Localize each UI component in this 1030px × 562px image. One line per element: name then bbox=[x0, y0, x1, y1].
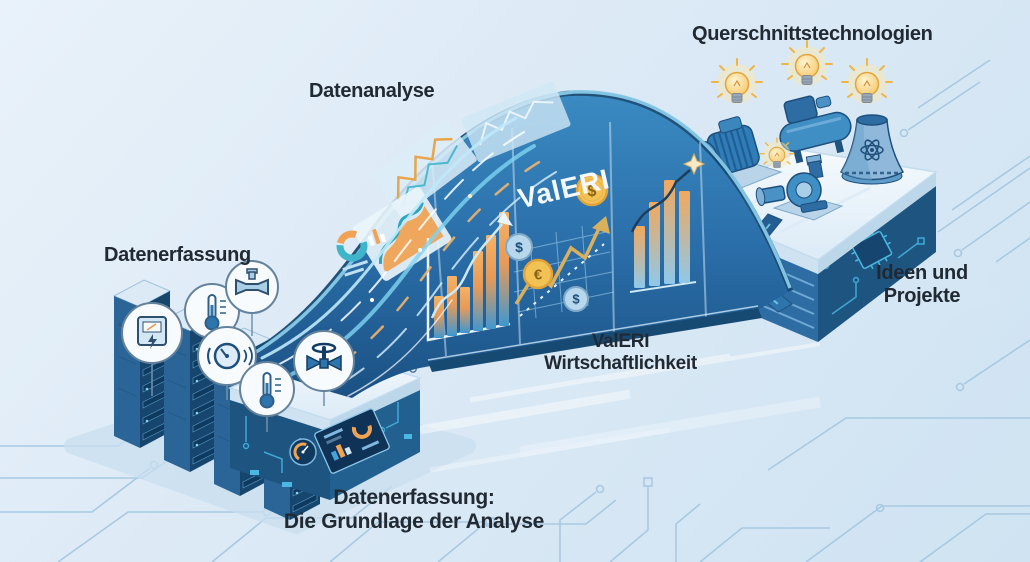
sparkle-icon bbox=[682, 152, 706, 176]
donut-chart-icon bbox=[351, 418, 372, 439]
svg-text:$: $ bbox=[588, 183, 597, 200]
data-bridge: $ $ € $ ValERI bbox=[241, 81, 794, 399]
pump-icon bbox=[755, 154, 844, 221]
label-line: Die Grundlage der Analyse bbox=[283, 510, 545, 534]
ground-streaks bbox=[419, 342, 821, 473]
dollar-coin-icon: $ bbox=[575, 173, 609, 207]
euro-coin-icon: € bbox=[522, 258, 554, 290]
label-line: Datenerfassung: bbox=[333, 486, 495, 509]
svg-text:€: € bbox=[534, 267, 543, 284]
pressure-gauge-icon bbox=[197, 326, 257, 386]
label-line: Ideen und bbox=[876, 262, 968, 284]
label-line: Wirtschaftlichkeit bbox=[544, 352, 697, 374]
dollar-coin-icon: $ bbox=[505, 233, 533, 261]
dashboard-screen bbox=[314, 408, 390, 474]
sensors bbox=[121, 260, 355, 432]
label-datenerfassung: Datenerfassung bbox=[104, 244, 251, 266]
atom-icon bbox=[860, 139, 884, 161]
label-querschnittstechnologien: Querschnittstechnologien bbox=[692, 23, 933, 45]
lightbulb-icon bbox=[711, 58, 763, 105]
compressor-icon bbox=[779, 95, 852, 164]
power-meter-icon bbox=[121, 302, 183, 364]
label-caption: Datenerfassung: Die Grundlage der Analys… bbox=[264, 486, 564, 534]
gauge-display-icon bbox=[289, 438, 317, 466]
label-ideen-und-projekte: Ideen und Projekte bbox=[852, 262, 992, 308]
line-chart-icon bbox=[371, 119, 477, 217]
svg-text:$: $ bbox=[515, 239, 523, 255]
line-chart-icon bbox=[461, 81, 571, 163]
cooling-tower-icon bbox=[839, 114, 905, 185]
donut-chart-icon bbox=[336, 228, 387, 277]
label-datenanalyse: Datenanalyse bbox=[309, 80, 435, 102]
dollar-coin-icon: $ bbox=[563, 286, 589, 312]
lightbulb-icon bbox=[781, 40, 833, 87]
label-valeri-wirtschaftlichkeit: ValERI Wirtschaftlichkeit bbox=[528, 331, 713, 375]
lightbulb-icon bbox=[841, 58, 893, 105]
machines bbox=[689, 40, 905, 221]
thermometer-icon bbox=[239, 361, 295, 417]
label-line: Projekte bbox=[883, 285, 961, 307]
valve-icon bbox=[293, 330, 355, 392]
bridge-deck-edge bbox=[428, 308, 762, 372]
label-line: ValERI bbox=[591, 331, 650, 352]
pipe-fitting-icon bbox=[225, 260, 279, 314]
svg-text:$: $ bbox=[572, 292, 580, 307]
bar-chart-icon bbox=[629, 152, 706, 293]
